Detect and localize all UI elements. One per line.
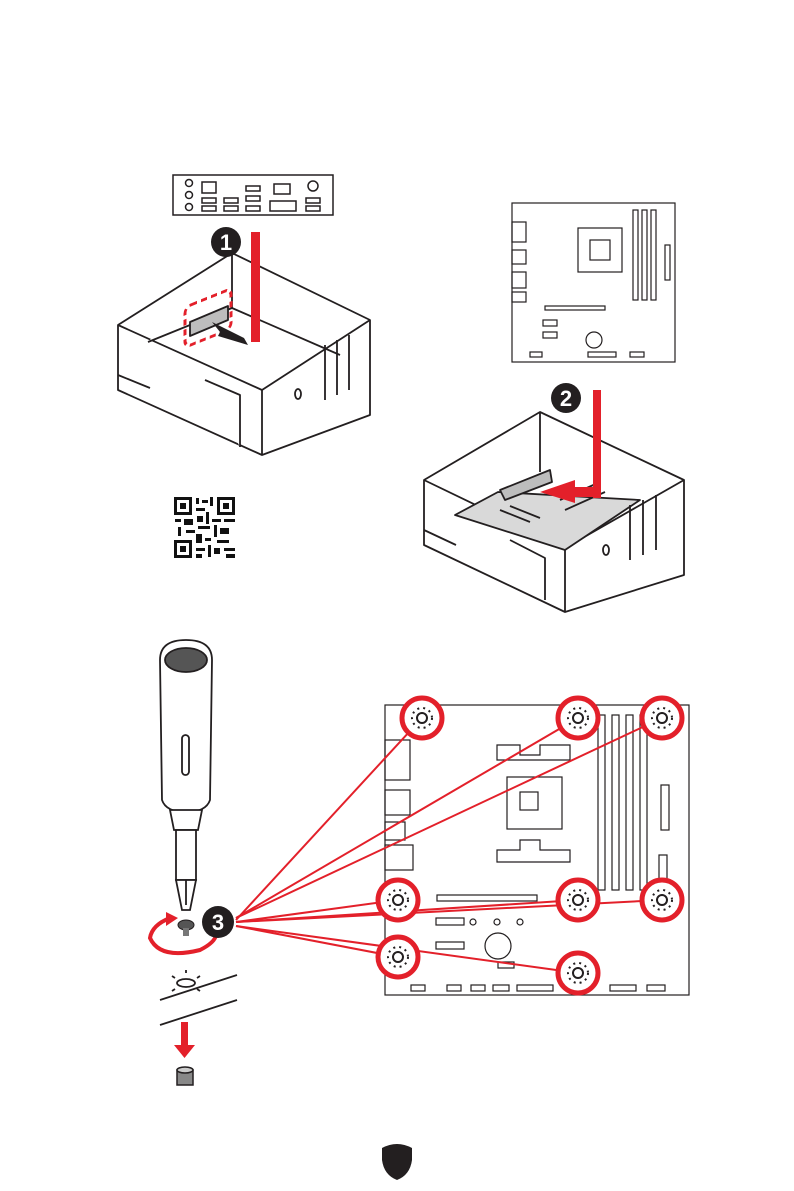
pc-case-step-1 (118, 253, 370, 455)
step-badge-2: 2 (551, 383, 581, 413)
screw-hole-markers (378, 698, 682, 993)
step-badge-3: 3 (202, 906, 234, 938)
brand-shield-logo-icon (382, 1144, 412, 1180)
step-number-1: 1 (220, 230, 232, 255)
screw-hole-marker (642, 880, 682, 920)
screw (178, 920, 194, 936)
qr-code (174, 497, 235, 558)
screw-hole-marker (402, 698, 442, 738)
screw-hole-marker (558, 880, 598, 920)
mounting-hole-diagram (160, 970, 237, 1025)
pc-case-step-2 (424, 412, 684, 612)
screw-hole-marker (558, 953, 598, 993)
screw-hole-marker (378, 937, 418, 977)
io-shield (173, 175, 333, 215)
screw-hole-marker (378, 880, 418, 920)
standoff (177, 1067, 193, 1085)
motherboard-small (512, 203, 675, 362)
screwdriver (160, 640, 212, 910)
screw-hole-marker (642, 698, 682, 738)
step-number-2: 2 (560, 386, 572, 411)
rotate-arrowhead (166, 912, 178, 926)
step-badge-1: 1 (211, 227, 241, 257)
motherboard-large (385, 705, 689, 995)
down-arrow-standoff (174, 1022, 195, 1058)
step-number-3: 3 (212, 910, 224, 935)
screw-hole-marker (558, 698, 598, 738)
